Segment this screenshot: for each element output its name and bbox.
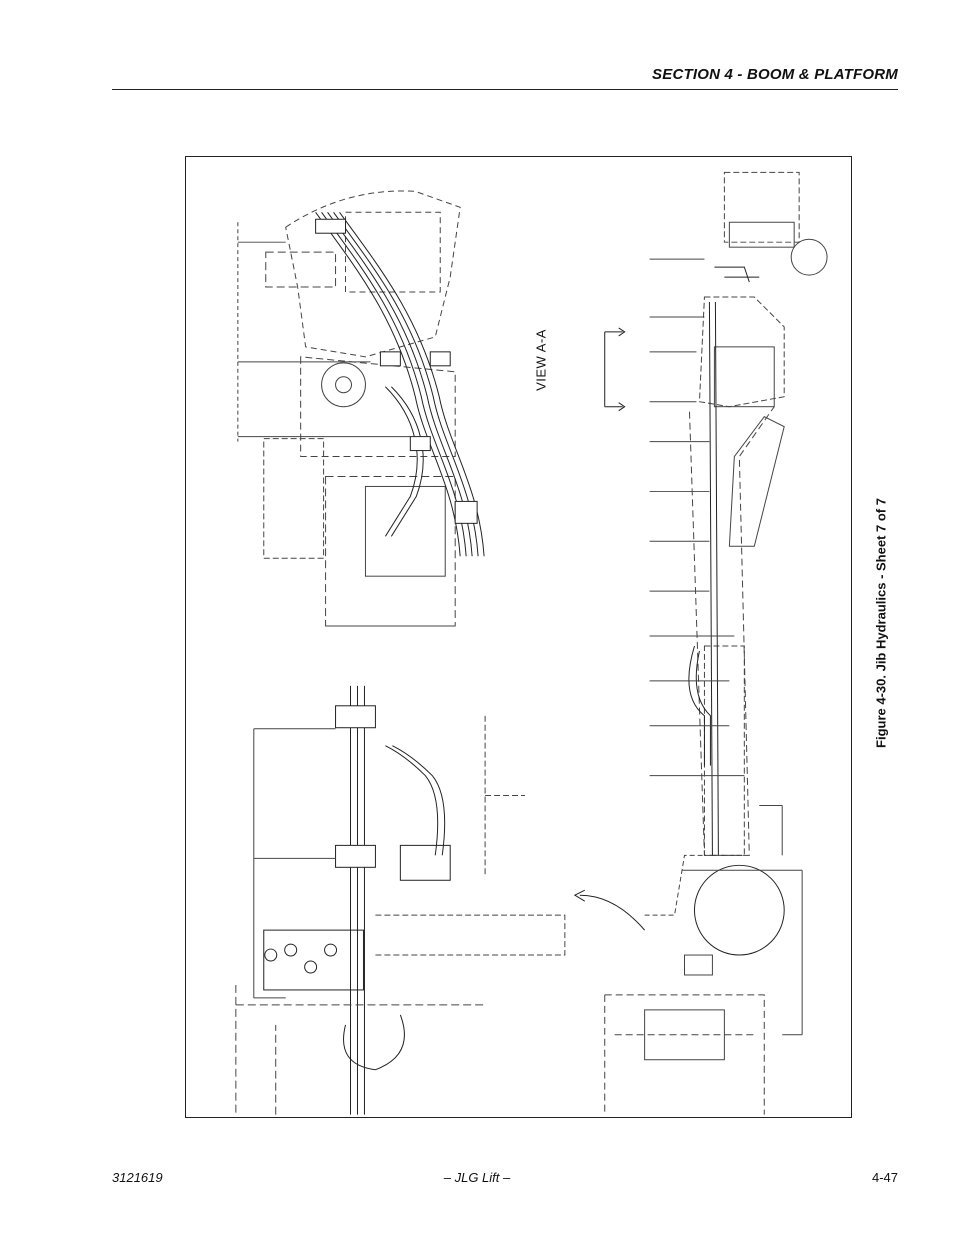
jib-elevation — [573, 171, 828, 1115]
lower-detail — [235, 685, 566, 1115]
section-header: SECTION 4 - BOOM & PLATFORM — [652, 66, 898, 83]
upper-detail — [237, 190, 485, 627]
doc-number: 3121619 — [112, 1170, 163, 1185]
page-number: 4-47 — [871, 1170, 898, 1185]
figure-frame — [185, 156, 852, 1118]
view-label: VIEW A-A — [533, 329, 549, 391]
figure-caption: Figure 4-30. Jib Hydraulics - Sheet 7 of… — [873, 498, 889, 748]
publisher: – JLG Lift – — [443, 1170, 511, 1185]
jib-hydraulics-drawing — [235, 171, 828, 1115]
header-rule — [112, 89, 898, 90]
